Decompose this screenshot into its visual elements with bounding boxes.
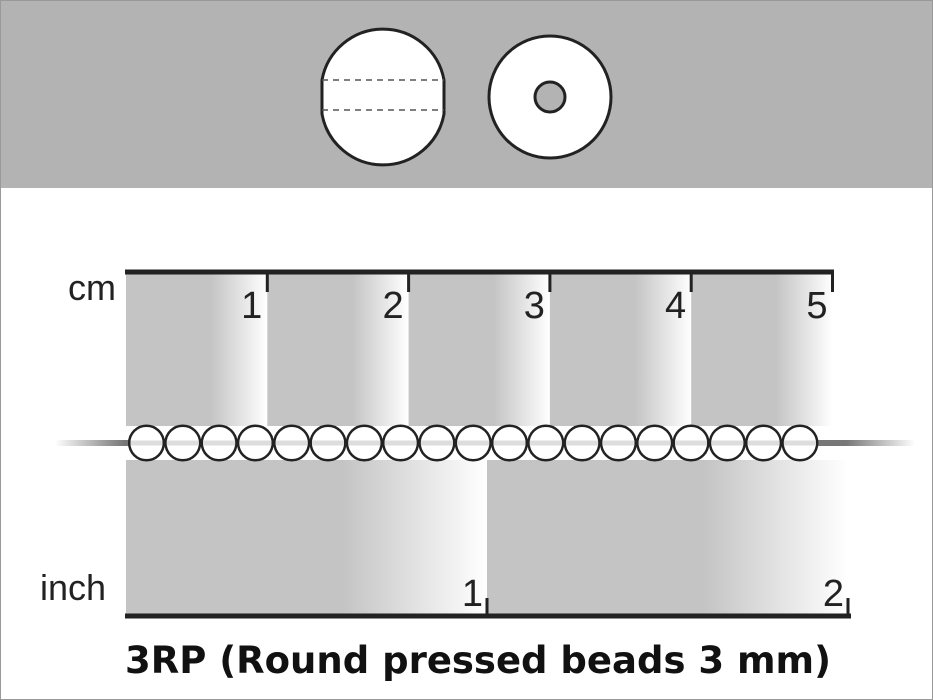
bead-strand	[127, 424, 819, 462]
cm-ruler-fills	[126, 274, 833, 426]
cm-ruler-ticks: 1 2 3 4 5	[241, 272, 834, 327]
cm-unit-label: cm	[68, 267, 116, 308]
cm-tick-label: 4	[665, 285, 686, 327]
cm-segment-fill	[549, 274, 692, 426]
cm-segment-fill	[691, 274, 833, 426]
cm-segment-fill	[408, 274, 550, 426]
inch-ruler-fills	[126, 460, 848, 614]
bead-front-view-icon	[487, 34, 613, 160]
caption: 3RP (Round pressed beads 3 mm)	[125, 639, 831, 682]
inch-tick-label: 2	[823, 573, 844, 615]
cm-tick-label: 1	[241, 285, 262, 327]
inch-unit-label: inch	[40, 567, 106, 608]
cm-tick-label: 5	[806, 285, 827, 327]
cm-segment-fill	[267, 274, 409, 426]
inch-segment-fill	[487, 460, 848, 614]
inch-tick-label: 1	[462, 573, 483, 615]
cm-tick-label: 2	[382, 285, 403, 327]
cm-tick-label: 3	[524, 285, 545, 327]
cm-segment-fill	[126, 274, 268, 426]
inch-segment-fill	[126, 460, 487, 614]
bead-side-view-icon	[320, 27, 446, 167]
top-band	[1, 1, 932, 188]
